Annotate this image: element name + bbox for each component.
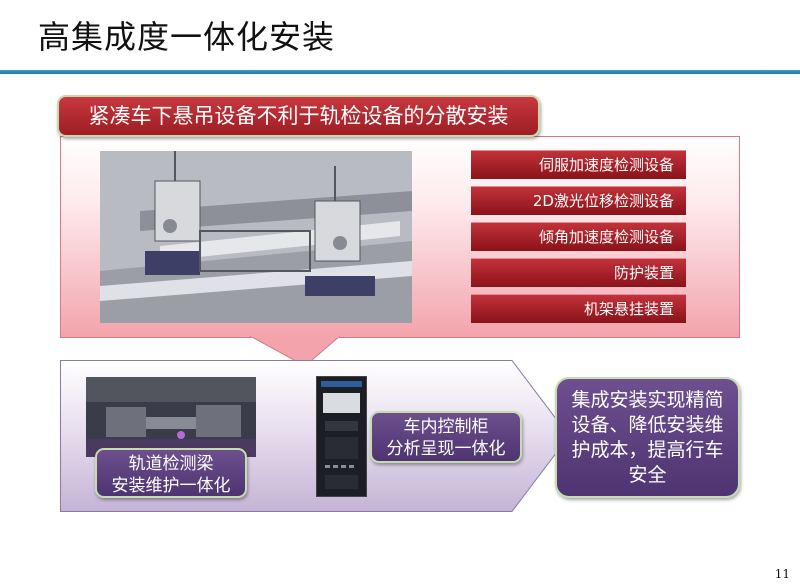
problem-banner: 紧凑车下悬吊设备不利于轨检设备的分散安装 (57, 95, 540, 137)
cabinet-line1: 车内控制柜 (403, 417, 489, 437)
title-divider (0, 70, 800, 74)
result-summary-box: 集成安装实现精简设备、降低安装维护成本，提高行车安全 (555, 377, 740, 498)
slide-title: 高集成度一体化安装 (38, 18, 336, 56)
feature-frame-suspension: 机架悬挂装置 (471, 294, 686, 323)
feature-servo-accel: 伺服加速度检测设备 (471, 150, 686, 179)
feature-list: 伺服加速度检测设备 2D激光位移检测设备 倾角加速度检测设备 防护装置 机架悬挂… (471, 150, 686, 330)
track-beam-line1: 轨道检测梁 (128, 454, 214, 474)
track-beam-photo (86, 377, 256, 457)
undercarriage-render-image (100, 151, 412, 323)
track-beam-label: 轨道检测梁 安装维护一体化 (95, 448, 247, 498)
track-beam-line2: 安装维护一体化 (111, 476, 231, 496)
page-number: 11 (774, 567, 790, 581)
feature-protection: 防护装置 (471, 258, 686, 287)
cabinet-line2: 分析呈现一体化 (386, 439, 506, 459)
control-cabinet-label: 车内控制柜 分析呈现一体化 (370, 411, 522, 463)
control-cabinet-photo (316, 376, 367, 497)
feature-tilt-accel: 倾角加速度检测设备 (471, 222, 686, 251)
feature-2d-laser: 2D激光位移检测设备 (471, 186, 686, 215)
callout-pointer (250, 336, 340, 366)
